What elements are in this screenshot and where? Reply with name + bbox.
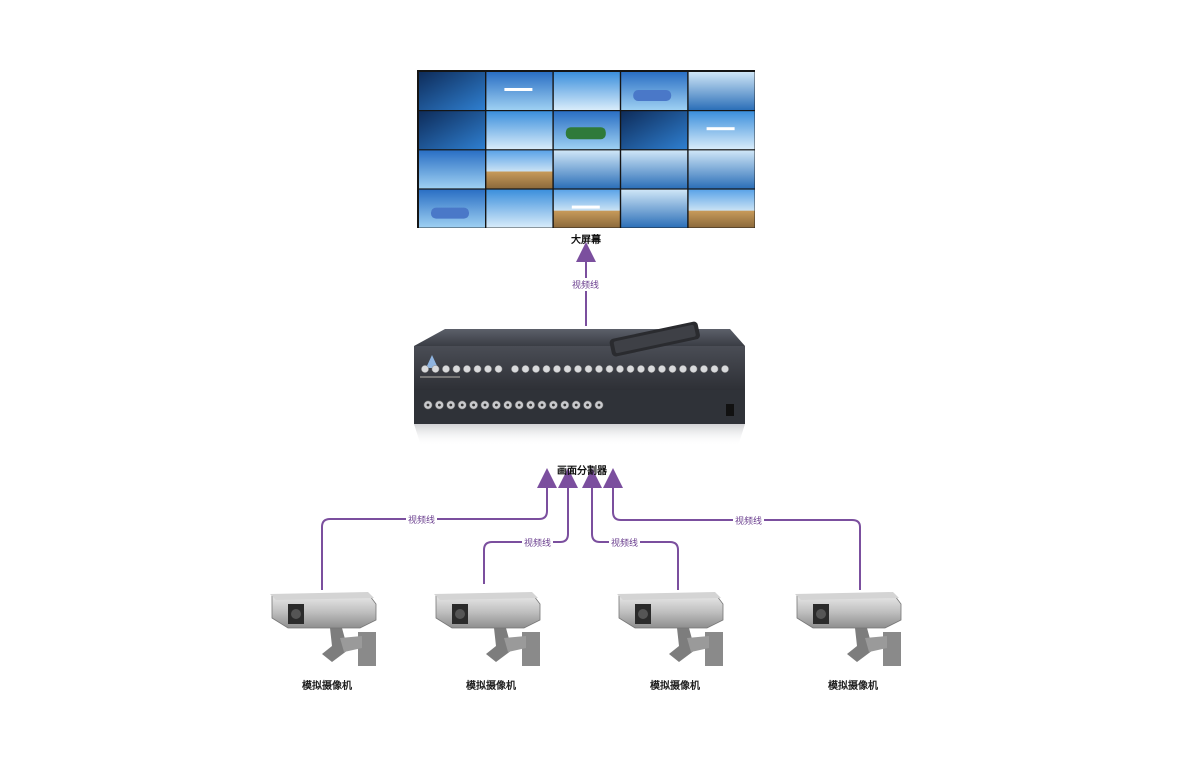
bnc-port-core <box>426 403 430 407</box>
video-wall-tile <box>688 189 755 228</box>
car-shape <box>431 207 469 219</box>
video-wall-tile <box>621 111 688 150</box>
video-wall-tile <box>419 72 485 110</box>
cable-camera-3 <box>582 468 679 590</box>
cable-camera-1 <box>321 468 557 590</box>
cable-label-3: 视频线 <box>609 536 641 549</box>
brand-logo <box>426 355 438 368</box>
video-wall-tile <box>486 111 553 150</box>
panel-button <box>542 365 551 373</box>
bnc-port-core <box>563 403 567 407</box>
panel-button <box>521 365 530 373</box>
cable-label-2: 视频线 <box>522 536 554 549</box>
bnc-port-core <box>506 403 510 407</box>
camera-label-1: 模拟摄像机 <box>302 681 352 692</box>
video-wall-tile <box>419 111 485 150</box>
video-wall-tile <box>621 189 688 228</box>
splitter-label: 画面分割器 <box>557 466 607 477</box>
cctv-camera-icon <box>617 592 724 666</box>
cable-label-4: 视频线 <box>733 514 765 527</box>
panel-button <box>605 365 614 373</box>
bnc-port-core <box>460 403 464 407</box>
bnc-port-core <box>597 403 601 407</box>
cable-label-top: 视频线 <box>570 278 602 291</box>
panel-button <box>689 365 698 373</box>
panel-button <box>574 365 582 373</box>
panel-button <box>431 365 440 373</box>
cctv-camera-icon <box>434 592 541 666</box>
bnc-port-core <box>586 403 589 407</box>
camera-label-4: 模拟摄像机 <box>828 681 878 692</box>
panel-button <box>668 365 677 373</box>
power-switch <box>726 404 734 416</box>
cctv-camera-icon <box>270 592 377 666</box>
video-wall-icon <box>417 70 755 228</box>
bnc-port-core <box>529 403 532 407</box>
bnc-port-core <box>483 403 487 407</box>
plane-shape <box>571 205 600 209</box>
panel-button <box>511 365 519 373</box>
cctv-camera-icon <box>795 592 902 666</box>
panel-button <box>494 365 503 373</box>
video-wall-tiles <box>419 72 755 228</box>
video-wall-tile <box>486 189 553 228</box>
video-wall-tile <box>688 72 755 110</box>
front-panel-buttons <box>421 365 729 373</box>
video-wall-tile <box>553 150 620 189</box>
bnc-port-core <box>540 403 544 407</box>
panel-button <box>421 365 429 373</box>
bnc-ports <box>423 400 604 410</box>
bnc-port-core <box>449 403 453 407</box>
bnc-port-core <box>517 403 521 407</box>
video-wall-tile <box>621 150 688 189</box>
panel-button <box>473 365 482 373</box>
multiplexer-device-icon <box>414 329 745 446</box>
bnc-port-core <box>472 403 475 407</box>
panel-button <box>484 365 492 373</box>
panel-button <box>647 365 656 373</box>
cable-camera-4 <box>603 468 861 590</box>
cable-camera-2 <box>483 468 578 584</box>
video-wall-tile <box>553 72 620 110</box>
plane-shape <box>504 88 533 91</box>
panel-button <box>452 365 461 373</box>
panel-button <box>658 365 666 373</box>
bnc-port-core <box>495 403 498 407</box>
video-wall-tile <box>486 150 553 189</box>
bnc-port-core <box>574 403 578 407</box>
panel-button <box>637 365 645 373</box>
panel-button <box>532 365 540 373</box>
bnc-port-core <box>438 403 441 407</box>
panel-button <box>700 365 708 373</box>
camera-label-2: 模拟摄像机 <box>466 681 516 692</box>
plane-shape <box>706 127 735 131</box>
panel-button <box>710 365 719 373</box>
car-shape <box>633 90 672 101</box>
panel-button <box>463 365 471 373</box>
panel-button <box>563 365 572 373</box>
panel-button <box>442 365 450 373</box>
panel-button <box>626 365 635 373</box>
panel-button <box>721 365 729 373</box>
video-wall-tile <box>419 150 485 189</box>
cable-label-1: 视频线 <box>406 513 438 526</box>
video-wall-tile <box>688 150 755 189</box>
car-shape <box>565 127 606 140</box>
remote-control-icon <box>609 321 700 357</box>
video-wall-label: 大屏幕 <box>571 235 601 246</box>
panel-button <box>616 365 624 373</box>
panel-button <box>553 365 561 373</box>
panel-button <box>584 365 593 373</box>
panel-button <box>679 365 687 373</box>
bnc-port-core <box>552 403 555 407</box>
panel-button <box>595 365 603 373</box>
camera-label-3: 模拟摄像机 <box>650 681 700 692</box>
